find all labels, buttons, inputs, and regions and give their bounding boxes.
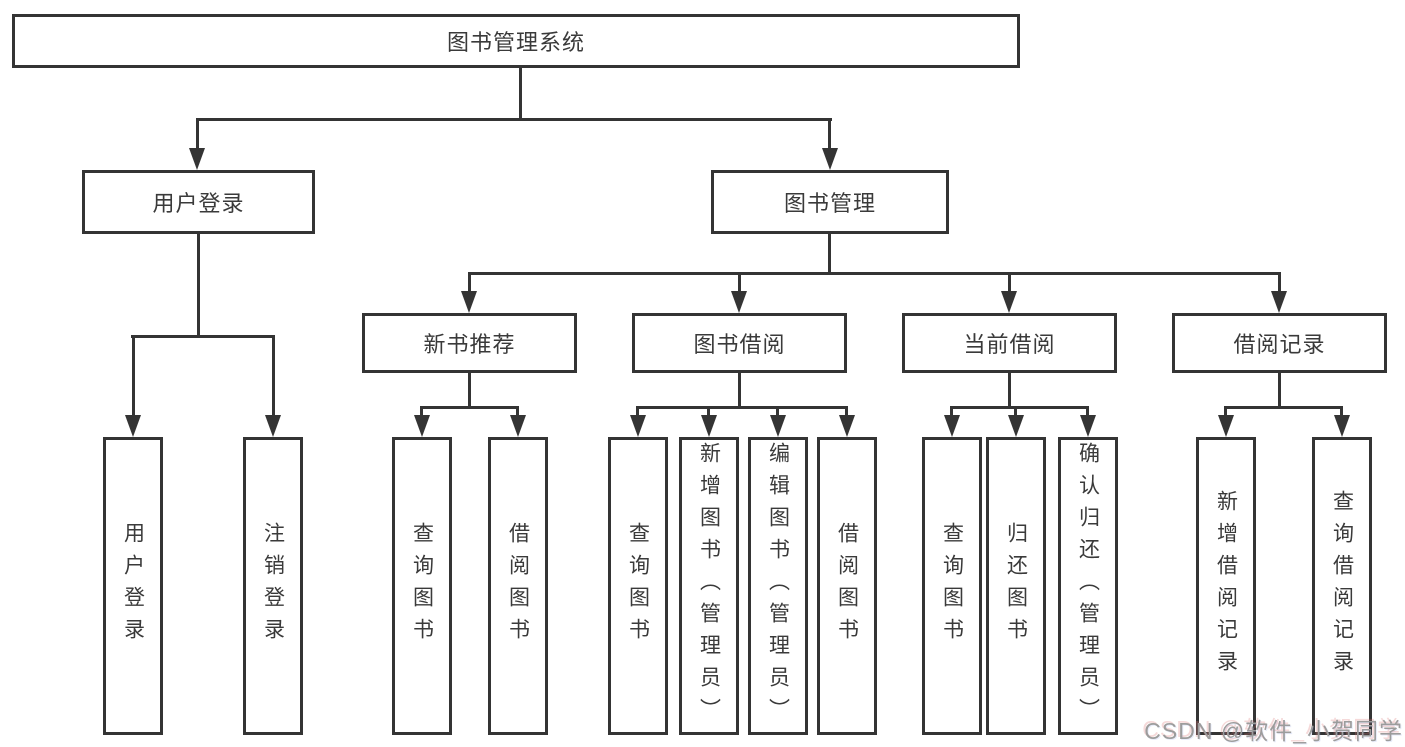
arrow-down-icon xyxy=(731,291,747,313)
node-label: 借阅记录 xyxy=(1233,332,1326,357)
node-label: 注销登录 xyxy=(261,522,285,650)
connector-line xyxy=(1008,373,1011,406)
node-label: 用户登录 xyxy=(152,191,245,216)
node-label: 新增图书（管理员） xyxy=(697,442,721,730)
node-current-borrow: 当前借阅 xyxy=(902,313,1117,373)
connector-line xyxy=(1224,406,1227,417)
node-label: 图书管理 xyxy=(783,191,876,216)
connector-line xyxy=(636,406,639,417)
arrow-down-icon xyxy=(630,415,646,437)
leaf-return-book: 归还图书 xyxy=(986,437,1046,735)
node-label: 新书推荐 xyxy=(423,332,516,357)
arrow-down-icon xyxy=(125,415,141,437)
connector-line xyxy=(636,406,848,409)
node-root: 图书管理系统 xyxy=(12,14,1020,68)
arrow-down-icon xyxy=(1271,291,1287,313)
node-label: 查询借阅记录 xyxy=(1330,490,1354,682)
connector-line xyxy=(828,118,831,150)
watermark: CSDN @软件_小贺同学 xyxy=(1144,718,1403,744)
connector-line xyxy=(950,406,1089,409)
node-label: 图书管理系统 xyxy=(446,30,585,55)
arrow-down-icon xyxy=(1001,291,1017,313)
node-label: 查询图书 xyxy=(940,522,964,650)
arrow-down-icon xyxy=(1008,415,1024,437)
arrow-down-icon xyxy=(1080,415,1096,437)
leaf-query-books-borrow: 查询图书 xyxy=(608,437,668,735)
connector-line xyxy=(131,335,275,338)
node-label: 当前借阅 xyxy=(963,332,1056,357)
connector-line xyxy=(738,373,741,406)
connector-line xyxy=(468,272,1281,275)
connector-line xyxy=(1278,272,1281,293)
node-book-management: 图书管理 xyxy=(711,170,949,234)
arrow-down-icon xyxy=(414,415,430,437)
connector-line xyxy=(197,234,200,335)
arrow-down-icon xyxy=(839,415,855,437)
node-label: 查询图书 xyxy=(410,522,434,650)
connector-line xyxy=(516,406,519,417)
arrow-down-icon xyxy=(822,148,838,170)
connector-line xyxy=(196,118,832,121)
connector-line xyxy=(1008,272,1011,293)
connector-line xyxy=(1278,373,1281,406)
node-label: 新增借阅记录 xyxy=(1214,490,1238,682)
connector-line xyxy=(272,335,275,417)
connector-line xyxy=(420,406,423,417)
arrow-down-icon xyxy=(189,148,205,170)
arrow-down-icon xyxy=(265,415,281,437)
connector-line xyxy=(1014,406,1017,417)
leaf-query-books-recommend: 查询图书 xyxy=(392,437,452,735)
connector-line xyxy=(950,406,953,417)
leaf-edit-book-admin: 编辑图书（管理员） xyxy=(748,437,808,735)
arrow-down-icon xyxy=(461,291,477,313)
leaf-borrow-books-recommend: 借阅图书 xyxy=(488,437,548,735)
node-book-borrow: 图书借阅 xyxy=(632,313,847,373)
node-user-login: 用户登录 xyxy=(82,170,315,234)
arrow-down-icon xyxy=(510,415,526,437)
arrow-down-icon xyxy=(944,415,960,437)
arrow-down-icon xyxy=(770,415,786,437)
node-label: 编辑图书（管理员） xyxy=(766,442,790,730)
connector-line xyxy=(828,234,831,272)
connector-line xyxy=(420,406,519,409)
leaf-add-book-admin: 新增图书（管理员） xyxy=(679,437,739,735)
connector-line xyxy=(738,272,741,293)
arrow-down-icon xyxy=(1218,415,1234,437)
leaf-logout: 注销登录 xyxy=(243,437,303,735)
connector-line xyxy=(845,406,848,417)
arrow-down-icon xyxy=(1334,415,1350,437)
node-label: 归还图书 xyxy=(1004,522,1028,650)
connector-line xyxy=(132,335,135,417)
node-borrow-records: 借阅记录 xyxy=(1172,313,1387,373)
node-label: 确认归还（管理员） xyxy=(1076,442,1100,730)
connector-line xyxy=(707,406,710,417)
leaf-user-login: 用户登录 xyxy=(103,437,163,735)
connector-line xyxy=(1086,406,1089,417)
connector-line xyxy=(1340,406,1343,417)
leaf-query-borrow-record: 查询借阅记录 xyxy=(1312,437,1372,735)
node-label: 借阅图书 xyxy=(835,522,859,650)
node-label: 图书借阅 xyxy=(693,332,786,357)
node-label: 借阅图书 xyxy=(506,522,530,650)
node-new-book-recommend: 新书推荐 xyxy=(362,313,577,373)
node-label: 查询图书 xyxy=(626,522,650,650)
connector-line xyxy=(196,118,199,150)
connector-line xyxy=(1224,406,1343,409)
connector-line xyxy=(468,373,471,406)
connector-line xyxy=(776,406,779,417)
leaf-query-books-current: 查询图书 xyxy=(922,437,982,735)
leaf-add-borrow-record: 新增借阅记录 xyxy=(1196,437,1256,735)
leaf-borrow-books: 借阅图书 xyxy=(817,437,877,735)
leaf-confirm-return-admin: 确认归还（管理员） xyxy=(1058,437,1118,735)
arrow-down-icon xyxy=(701,415,717,437)
node-label: 用户登录 xyxy=(121,522,145,650)
connector-line xyxy=(468,272,471,293)
connector-line xyxy=(519,68,522,118)
